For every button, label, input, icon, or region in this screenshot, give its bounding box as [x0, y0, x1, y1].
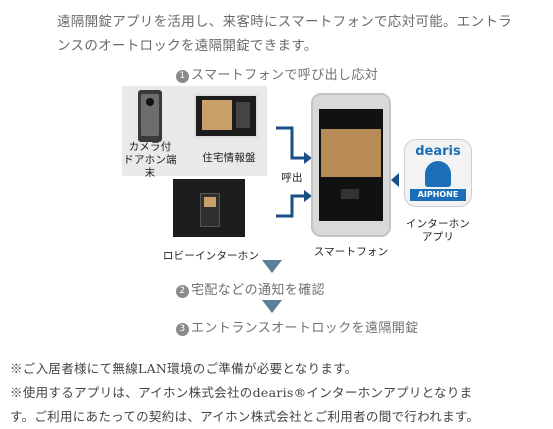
app-label: インターホン アプリ [402, 218, 474, 244]
intro-line-2: ンスのオートロックを遠隔開錠できます。 [57, 38, 318, 54]
step-1-text: スマートフォンで呼び出し応対 [191, 68, 379, 83]
app-label-line-1: インターホン [405, 218, 471, 230]
dearis-app-icon: dearis AIPHONE [404, 139, 472, 207]
doorphone-label-line-2: ドアホン端末 [123, 154, 177, 179]
note-3: す。ご利用にあたっての契約は、アイホン株式会社とご利用者の間で行われます。 [10, 409, 480, 424]
step-1-number: 1 [176, 70, 189, 83]
call-label: 呼出 [281, 172, 303, 184]
notes: ※ご入居者様にて無線LAN環境のご準備が必要となります。 ※使用するアプリは、ア… [10, 357, 550, 429]
call-arrows [276, 126, 312, 218]
monitor-label: 住宅情報盤 [202, 152, 256, 164]
arrow-upper-head [304, 152, 312, 164]
intro-line-1: 遠隔開錠アプリを活用し、来客時にスマートフォンで応対可能。エントラ [57, 14, 512, 30]
arrow-upper [276, 126, 306, 160]
doorphone-label: カメラ付 ドアホン端末 [122, 141, 178, 180]
smartphone-label: スマートフォン [313, 246, 389, 258]
doorphone-label-line-1: カメラ付 [128, 141, 172, 153]
intro-text: 遠隔開錠アプリを活用し、来客時にスマートフォンで応対可能。エントラ ンスのオート… [57, 10, 527, 58]
app-arrow [391, 173, 399, 187]
flow-triangle-1 [262, 260, 282, 273]
app-maker: AIPHONE [410, 189, 466, 201]
monitor-device [194, 94, 258, 138]
step-2-text: 宅配などの通知を確認 [191, 283, 326, 298]
lobby-label: ロビーインターホン [162, 250, 260, 262]
app-brand: dearis [415, 144, 461, 159]
arrow-lower [276, 194, 306, 218]
arrow-lower-head [304, 190, 312, 202]
doorphone-device [138, 90, 162, 142]
step-3-text: エントランスオートロックを遠隔開錠 [191, 321, 419, 336]
app-label-line-2: アプリ [421, 231, 455, 243]
note-2: ※使用するアプリは、アイホン株式会社のdearis®インターホンアプリとなりま [10, 385, 473, 400]
lobby-intercom-image [173, 179, 245, 237]
residence-panel [122, 86, 267, 176]
flow-triangle-2 [262, 300, 282, 313]
note-1: ※ご入居者様にて無線LAN環境のご準備が必要となります。 [10, 361, 358, 376]
step-3-number: 3 [176, 323, 189, 336]
step-2-number: 2 [176, 285, 189, 298]
bell-icon [425, 161, 451, 187]
smartphone-device [311, 93, 391, 237]
